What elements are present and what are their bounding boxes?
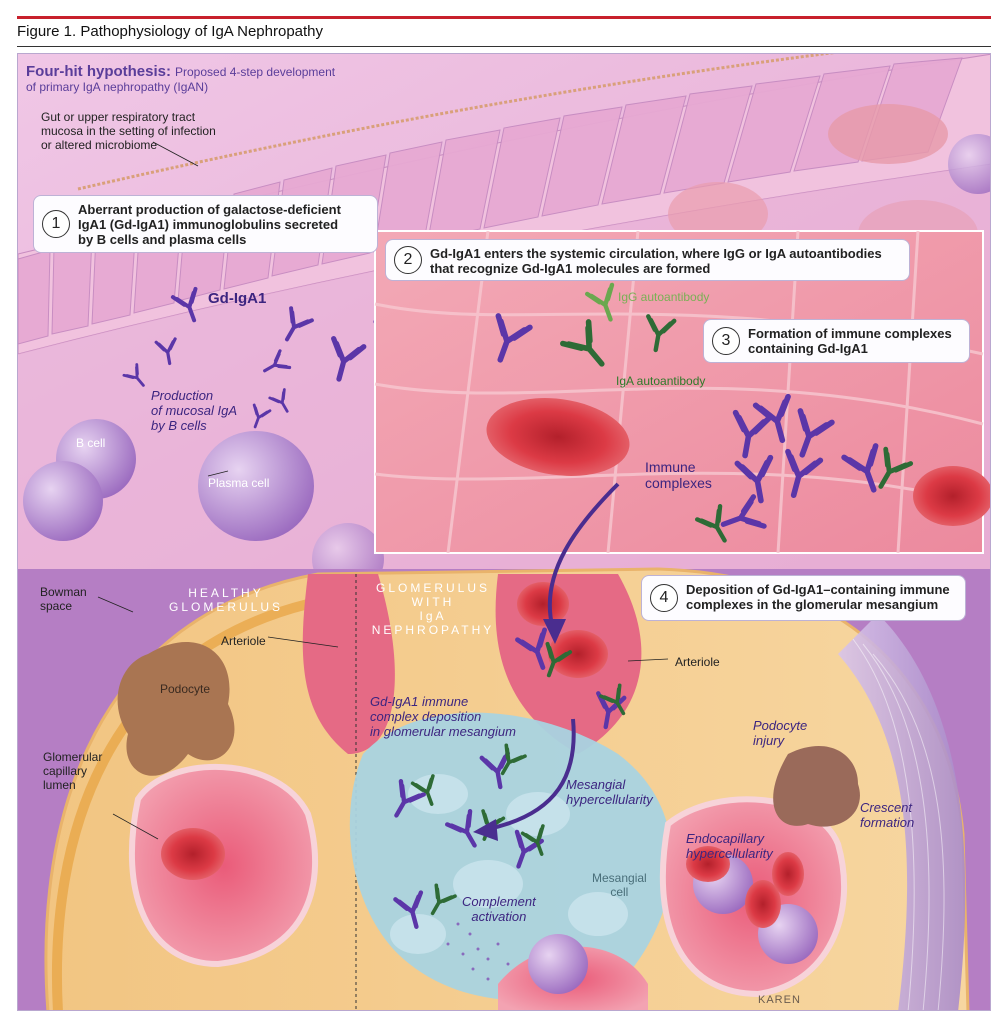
deposition-label: Gd-IgA1 immune complex deposition in glo… [370, 694, 516, 739]
step-4-number: 4 [650, 584, 678, 612]
accent-rule [17, 16, 991, 19]
podocyte-injury-label: Podocyte injury [753, 718, 808, 748]
igg-autoantibody-label: IgG autoantibody [618, 290, 710, 304]
step-2-callout: 2 Gd-IgA1 enters the systemic circulatio… [385, 239, 910, 281]
artist-signature: KAREN [758, 994, 801, 1006]
step-1-number: 1 [42, 210, 70, 238]
gd-iga1-label: Gd-IgA1 [208, 290, 267, 307]
hypothesis-subtitle-line2: of primary IgA nephropathy (IgAN) [26, 80, 209, 94]
plasma-cell-label: Plasma cell [208, 476, 270, 490]
step-3-callout: 3 Formation of immune complexes containi… [703, 319, 970, 363]
healthy-glomerulus-label: HEALTHY GLOMERULUS [168, 586, 284, 614]
crescent-formation-label: Crescent formation [860, 800, 915, 830]
immune-complexes-label: Immune complexes [645, 459, 712, 491]
complement-activation-label: Complement activation [462, 894, 536, 924]
iga-autoantibody-label: IgA autoantibody [616, 374, 706, 388]
production-label: Production of mucosal IgA by B cells [151, 388, 237, 433]
step-4-callout: 4 Deposition of Gd-IgA1–containing immun… [641, 575, 966, 621]
mesangial-hypercellularity-label: Mesangial hypercellularity [566, 777, 653, 807]
arteriole-left-label: Arteriole [221, 634, 266, 648]
endocapillary-hypercellularity-label: Endocapillary hypercellularity [686, 831, 773, 861]
hypothesis-title: Four-hit hypothesis: [26, 63, 171, 80]
hypothesis-subtitle-line1: Proposed 4-step development [175, 65, 336, 79]
mesangial-cell-label: Mesangial cell [592, 871, 647, 899]
arteriole-right-label: Arteriole [675, 655, 720, 669]
title-divider [17, 46, 991, 47]
podocyte-label: Podocyte [160, 682, 211, 696]
mucosa-label: Gut or upper respiratory tract mucosa in… [41, 110, 216, 152]
bowman-space-label: Bowman space [40, 585, 87, 613]
glomerular-capillary-lumen-label: Glomerular capillary lumen [43, 750, 103, 792]
step-3-number: 3 [712, 327, 740, 355]
b-cell-label: B cell [76, 436, 106, 450]
step-2-number: 2 [394, 246, 422, 274]
glomerulus-igan-label: GLOMERULUS WITH IgA NEPHROPATHY [371, 581, 495, 637]
step-1-callout: 1 Aberrant production of galactose-defic… [33, 195, 378, 253]
figure-title: Figure 1. Pathophysiology of IgA Nephrop… [17, 23, 324, 40]
pathophysiology-illustration [18, 54, 990, 1010]
illustration-panel: Four-hit hypothesis: Proposed 4-step dev… [17, 53, 991, 1011]
